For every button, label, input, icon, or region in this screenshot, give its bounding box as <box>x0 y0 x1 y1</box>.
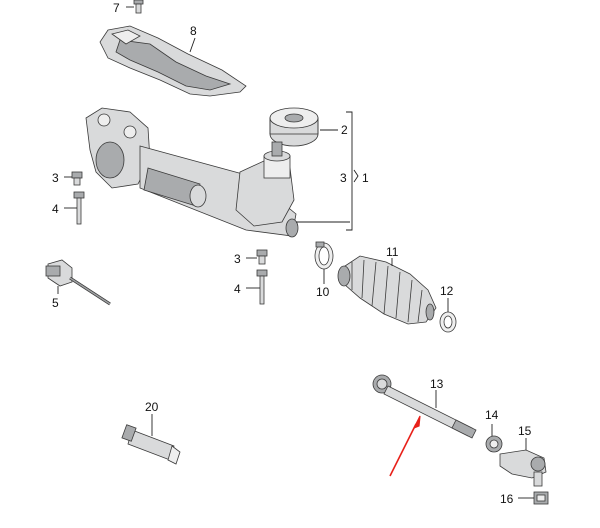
highlight-arrow <box>389 415 421 477</box>
part-12-small-clamp <box>439 311 457 333</box>
callout-5: 5 <box>52 296 59 310</box>
callout-8: 8 <box>190 24 197 38</box>
part-3-steering-rack-assembly <box>85 107 299 238</box>
callout-16: 16 <box>500 492 514 506</box>
part-7-bolt <box>133 0 144 14</box>
callout-1: 1 <box>362 171 369 185</box>
part-16-nut <box>533 491 549 505</box>
part-5-sensor-cable <box>45 259 111 306</box>
part-4-bolt-center <box>256 269 268 305</box>
part-8-heat-shield <box>99 25 247 97</box>
callout-12: 12 <box>440 284 454 298</box>
part-20-grease-tube <box>121 424 181 465</box>
callout-4: 4 <box>52 202 59 216</box>
callout-15: 15 <box>518 424 532 438</box>
part-4-bolt-left <box>73 191 85 225</box>
callout-13: 13 <box>430 377 444 391</box>
part-11-rubber-boot <box>337 255 437 325</box>
callout-10: 10 <box>316 285 330 299</box>
part-2-mounting-bushing <box>269 107 319 147</box>
callout-2: 2 <box>341 123 348 137</box>
part-3-nut-center <box>256 249 268 265</box>
callout-14: 14 <box>485 408 499 422</box>
callout-3-center: 3 <box>234 252 241 266</box>
callout-3: 3 <box>52 171 59 185</box>
leader-8 <box>189 37 196 53</box>
bracket-1 <box>346 111 353 231</box>
callout-20: 20 <box>145 400 159 414</box>
part-13-tie-rod <box>372 374 477 439</box>
bracket-brace <box>353 169 359 183</box>
part-10-clamp <box>314 241 334 270</box>
callout-3-bracket: 3 <box>340 171 347 185</box>
callout-7: 7 <box>113 1 120 15</box>
part-3-nut-left <box>71 171 83 186</box>
part-15-tie-rod-end <box>499 449 547 487</box>
callout-4-center: 4 <box>234 282 241 296</box>
part-14-lock-nut <box>485 435 503 453</box>
callout-11: 11 <box>386 245 399 259</box>
